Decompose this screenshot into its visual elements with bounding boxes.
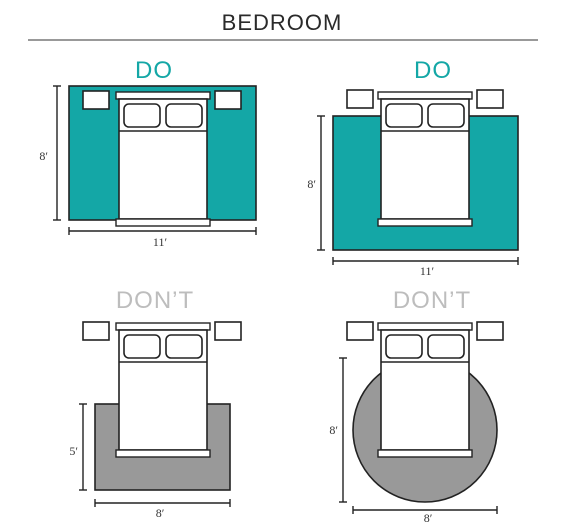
nightstand-left [346,321,374,341]
bed [377,322,473,458]
height-label: 8′ [307,177,316,191]
height-label: 8′ [329,423,338,437]
panel-do-full-rug: DO 8′ 11′ [39,57,257,249]
panel-heading: DON’T [393,287,471,314]
nightstand-left [346,89,374,109]
panel-do-partial-rug: DO 8′ 11′ [307,57,519,278]
panel-dont-small-rug: DON’T 5′ 8′ [69,287,242,520]
width-label: 8′ [156,506,165,520]
nightstand-left [82,321,110,341]
bed [115,322,211,458]
height-label: 8′ [39,149,48,163]
bed [377,91,473,227]
width-label: 8′ [424,511,433,524]
width-label: 11′ [153,235,168,249]
nightstand-right [214,90,242,110]
nightstand-left [82,90,110,110]
page-title: BEDROOM [222,10,343,35]
panel-dont-round-rug: DON’T 8′ 8′ [329,287,504,524]
width-label: 11′ [420,264,435,278]
nightstand-right [476,89,504,109]
panel-heading: DO [135,57,173,84]
panel-heading: DO [414,57,452,84]
bed [115,91,211,227]
panel-heading: DON’T [116,287,194,314]
nightstand-right [476,321,504,341]
nightstand-right [214,321,242,341]
height-label: 5′ [69,444,78,458]
